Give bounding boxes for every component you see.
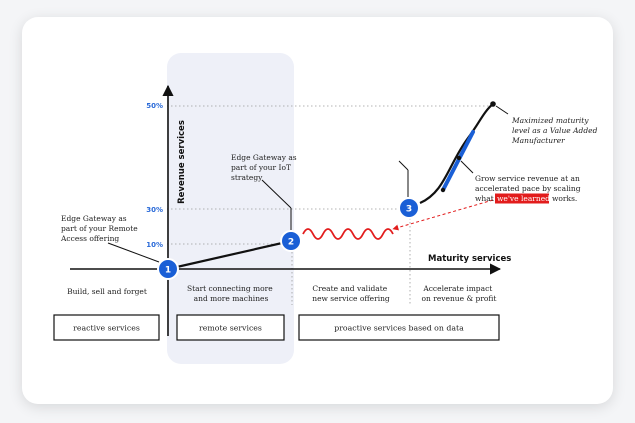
svg-text:remote services: remote services <box>199 324 262 333</box>
y-tick-50: 50% <box>146 102 163 110</box>
remote-services-band <box>167 53 294 364</box>
y-tick-10: 10% <box>146 241 163 249</box>
curve-dot-upper <box>456 155 462 161</box>
svg-text:works.: works. <box>552 194 577 203</box>
svg-text:reactive services: reactive services <box>73 324 140 333</box>
phase-build: Build, sell and forget <box>67 287 147 296</box>
box-remote-services: remote services <box>176 314 285 341</box>
box-proactive-services: proactive services based on data <box>298 314 500 341</box>
y-axis-label: Revenue services <box>177 120 187 204</box>
leader-grow <box>460 160 474 174</box>
highlight-text: we've learned <box>497 194 550 203</box>
wavy-revenue-line <box>302 228 394 240</box>
y-tick-30: 30% <box>146 206 163 214</box>
feedback-arrow <box>392 199 494 231</box>
annotation-maximized: Maximized maturity level as a Value Adde… <box>511 116 600 145</box>
annotation-gateway-remote: Edge Gateway as part of your Remote Acce… <box>60 214 140 243</box>
phase-validate: Create and validate new service offering <box>312 284 390 303</box>
growth-line-1-2 <box>167 239 292 271</box>
phase-accelerate: Accelerate impact on revenue & profit <box>422 284 497 303</box>
svg-text:1: 1 <box>165 266 171 276</box>
svg-text:2: 2 <box>288 238 294 248</box>
curve-dot-lower <box>440 187 446 193</box>
leader-maximized <box>495 105 509 115</box>
x-axis-label: Maturity services <box>428 254 511 264</box>
highlight-box <box>495 193 549 204</box>
phase-connect: Start connecting more and more machines <box>187 284 275 303</box>
svg-text:proactive services based on da: proactive services based on data <box>334 324 464 333</box>
svg-text:3: 3 <box>406 205 412 215</box>
accelerated-segment <box>441 130 475 192</box>
leader-3 <box>398 160 409 171</box>
annotation-grow: Grow service revenue at an accelerated p… <box>475 174 582 204</box>
milestone-3: 3 <box>398 197 420 219</box>
leader-remote <box>107 242 160 263</box>
leader-iot <box>261 179 292 209</box>
max-point-dot <box>490 101 496 107</box>
milestone-1: 1 <box>157 258 179 280</box>
svg-text:what: what <box>475 194 494 203</box>
milestone-2: 2 <box>280 230 302 252</box>
annotation-gateway-iot: Edge Gateway as part of your IoT strateg… <box>231 153 299 182</box>
svg-text:Grow service revenue at an: Grow service revenue at an accelerated p… <box>475 174 582 193</box>
box-reactive-services: reactive services <box>53 314 160 341</box>
